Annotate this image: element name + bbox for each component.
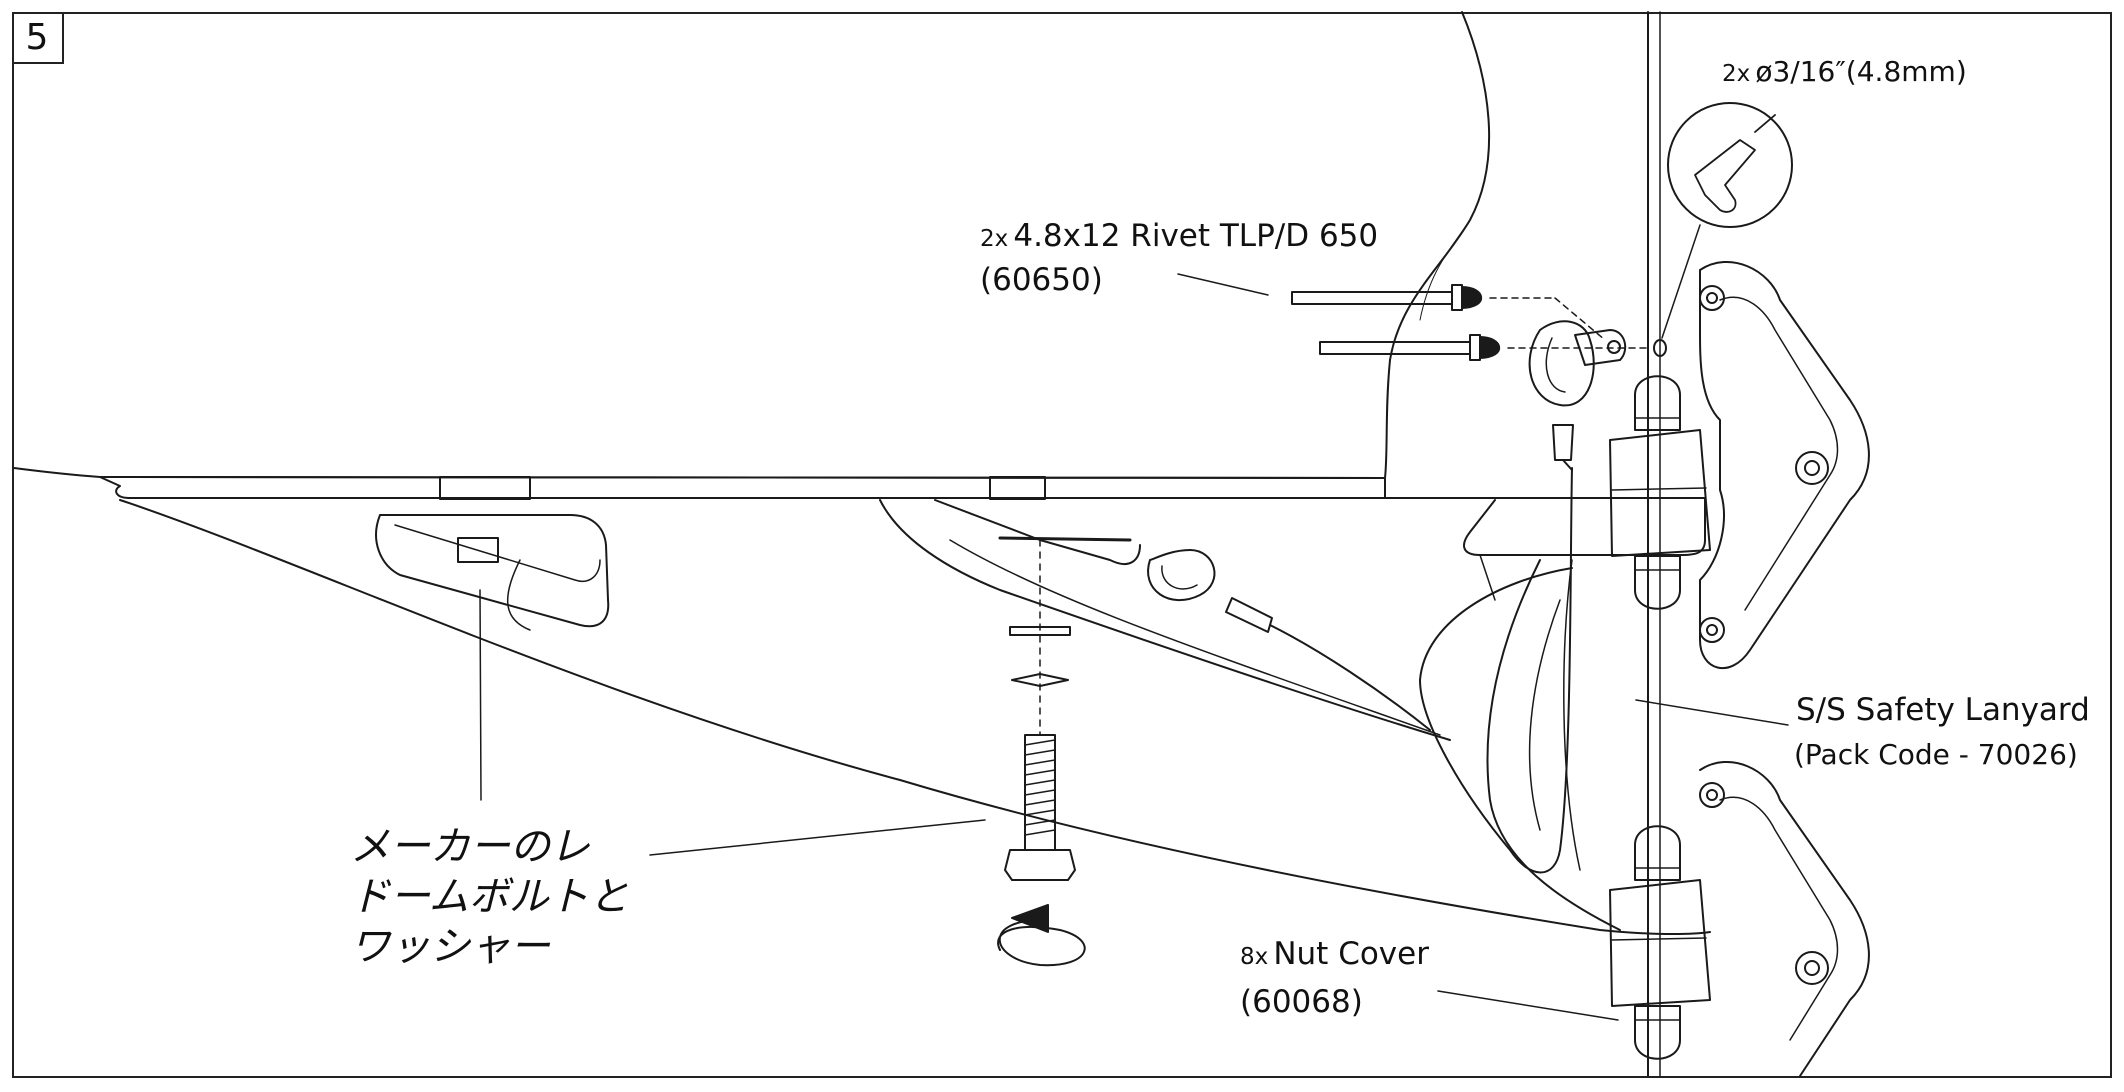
rivet-2-head <box>1469 334 1481 361</box>
upper-bolt-3 <box>1699 617 1725 643</box>
plate-underside <box>1384 497 1706 556</box>
drill-icon <box>1667 102 1793 228</box>
maker-bolt-line-3: ワッシャー <box>350 924 550 970</box>
left-mount-inner <box>394 524 601 582</box>
washer-spring <box>1011 673 1069 687</box>
rivet-1-shank <box>1291 291 1453 305</box>
drill-label: 2x ø3/16″(4.8mm) <box>1722 55 1967 88</box>
rivet-1-cap <box>1461 286 1483 309</box>
thimble-lower <box>1147 549 1216 601</box>
bolt-head <box>1004 849 1076 881</box>
thimble-upper <box>1528 320 1595 407</box>
maker-bolt-line-1: メーカーのレ <box>350 824 590 870</box>
left-mount-block <box>375 514 610 628</box>
rivet-code: (60650) <box>980 262 1103 298</box>
drill-qty: 2x <box>1722 61 1751 87</box>
rivet-2-cap <box>1479 336 1501 359</box>
mount-pad-left <box>439 476 531 500</box>
center-bracket <box>934 499 1141 565</box>
ferrule-upper <box>1552 424 1574 461</box>
lanyard-code: (Pack Code - 70026) <box>1794 738 2078 771</box>
rotation-arrowhead <box>1011 904 1049 933</box>
leader-nut-cover <box>1437 990 1619 1021</box>
bolt-thread <box>1024 739 1056 836</box>
lower-bracket-inner <box>1719 796 1839 1041</box>
skeg-inner <box>949 539 1441 736</box>
nut-cover-name: Nut Cover <box>1273 936 1429 972</box>
eye-hole <box>1607 340 1621 354</box>
nut-cover-code: (60068) <box>1240 984 1363 1020</box>
rivet-1-path-2 <box>1554 297 1606 341</box>
upper-clamp <box>1609 429 1711 557</box>
wing-inner <box>1528 599 1561 831</box>
outboard-housing <box>13 11 1491 479</box>
lower-bolt-2 <box>1795 951 1829 985</box>
leader-rivet <box>1177 273 1269 296</box>
leader-bolt <box>649 819 986 856</box>
nut-cover-qty: 8x <box>1240 944 1269 970</box>
lower-bolt-1 <box>1699 782 1725 808</box>
rivet-1-head <box>1451 284 1463 311</box>
drill-body <box>1694 139 1756 213</box>
step-number: 5 <box>12 12 64 64</box>
upper-bracket <box>1699 260 1870 670</box>
upper-bolt-2 <box>1795 451 1829 485</box>
thimble-lower-inner <box>1161 565 1198 590</box>
nut-cover-2 <box>1634 555 1681 610</box>
lower-clamp <box>1609 879 1711 1007</box>
rivet-qty: 2x <box>980 226 1009 252</box>
leader-lanyard <box>1635 699 1789 726</box>
lower-bracket <box>1699 760 1870 1077</box>
rivet-name: 4.8x12 Rivet TLP/D 650 <box>1013 218 1379 254</box>
rotation-arrow <box>997 918 1086 967</box>
maker-bolt-line-2: ドームボルトと <box>350 874 629 920</box>
rivet-label: 2x 4.8x12 Rivet TLP/D 650 <box>980 218 1378 254</box>
nut-cover-4 <box>1634 1005 1681 1060</box>
drill-bit <box>1754 114 1776 133</box>
hull-lower-line <box>119 499 1711 936</box>
left-block-curve <box>506 559 531 631</box>
thimble-upper-inner <box>1545 337 1566 393</box>
diagram-frame <box>12 12 2112 1078</box>
rivet-2-shank <box>1319 341 1471 355</box>
housing-shadow <box>1419 219 1471 321</box>
nut-cover-label: 8x Nut Cover <box>1240 936 1429 972</box>
maker-bolt-label: メーカーのレ ドームボルトと ワッシャー <box>350 822 629 972</box>
leader-drill <box>1661 224 1701 339</box>
cavitation-plate <box>99 476 1386 499</box>
leader-maker-block <box>479 589 482 801</box>
lanyard-cable-lower <box>1269 624 1431 731</box>
ferrule-lower <box>1225 597 1273 633</box>
mount-pad-center <box>989 476 1046 500</box>
lanyard-cable <box>1419 467 1573 874</box>
center-bracket-flat <box>998 536 1132 542</box>
lanyard-line-to-label <box>1563 559 1581 871</box>
lanyard-eye <box>1574 329 1627 366</box>
nut-cover-1 <box>1634 375 1681 431</box>
skeg-line <box>879 499 1451 741</box>
lanyard-name: S/S Safety Lanyard <box>1796 692 2090 728</box>
nut-cover-3 <box>1634 825 1681 881</box>
upper-bracket-inner <box>1719 296 1839 611</box>
drill-size: ø3/16″(4.8mm) <box>1755 55 1967 88</box>
left-nut <box>457 537 499 563</box>
wing-bracket <box>1486 559 1621 931</box>
washer-flat <box>1009 626 1071 636</box>
upper-bolt-1 <box>1699 285 1725 311</box>
lanyard-vertical <box>1562 459 1573 471</box>
